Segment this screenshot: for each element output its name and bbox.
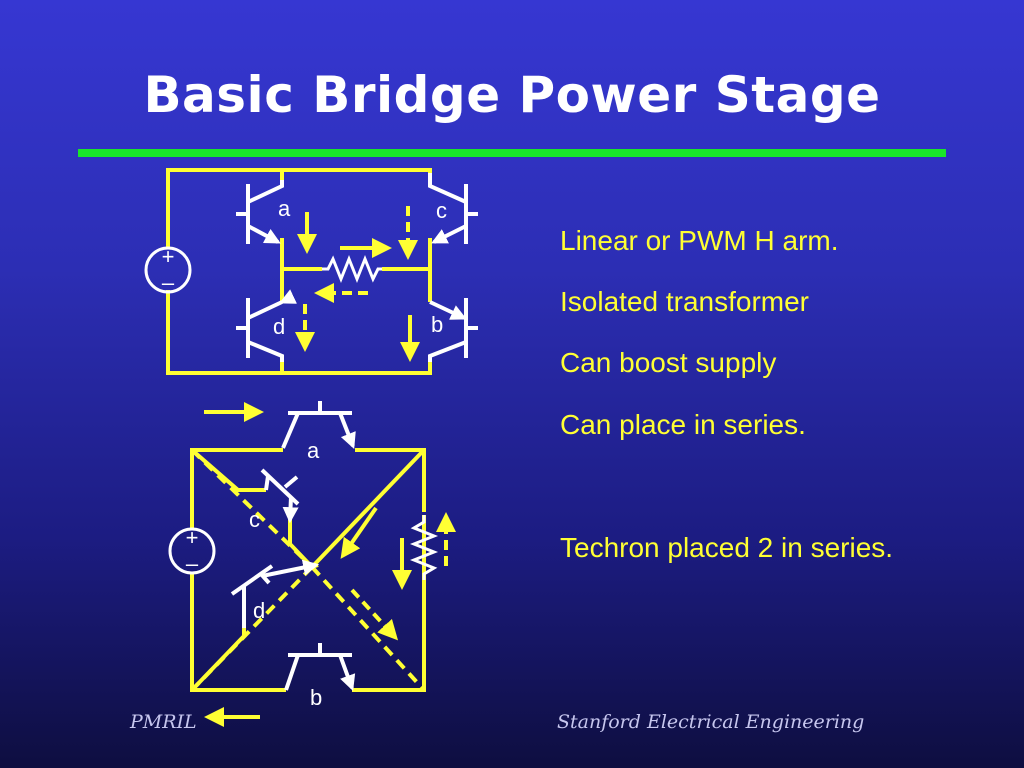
bottom-switch-label-a: a bbox=[307, 438, 320, 463]
bottom-current-arrows bbox=[204, 402, 456, 727]
top-current-arrows bbox=[295, 206, 420, 362]
bottom-switch-label-b: b bbox=[310, 685, 322, 710]
bottom-switch-label-c: c bbox=[249, 507, 260, 532]
top-load-resistor bbox=[322, 254, 382, 284]
bullet-isolated-transformer: Isolated transformer bbox=[560, 286, 809, 317]
source-minus-label: – bbox=[162, 270, 175, 295]
top-switch-label-d: d bbox=[273, 314, 285, 339]
bottom-bridge: + – a c d b bbox=[168, 401, 456, 727]
title-rule bbox=[78, 149, 946, 157]
bullet-techron: Techron placed 2 in series. bbox=[560, 532, 894, 563]
bottom-load-resistor bbox=[409, 515, 439, 580]
footer-department: Stanford Electrical Engineering bbox=[557, 711, 865, 733]
top-transistors bbox=[236, 173, 478, 362]
top-wires bbox=[166, 168, 432, 375]
slide-title: Basic Bridge Power Stage bbox=[143, 66, 881, 124]
top-switch-label-b: b bbox=[431, 312, 443, 337]
source-minus-label: – bbox=[186, 551, 199, 576]
top-h-bridge: + – a c d b bbox=[144, 168, 478, 375]
source-plus-label: + bbox=[186, 525, 199, 550]
top-voltage-source: + – bbox=[144, 244, 192, 295]
source-plus-label: + bbox=[162, 244, 175, 269]
bullet-linear-or-pwm: Linear or PWM H arm. bbox=[560, 225, 839, 256]
top-switch-label-a: a bbox=[278, 196, 291, 221]
bullet-boost-supply: Can boost supply bbox=[560, 347, 777, 378]
bullet-series: Can place in series. bbox=[560, 409, 806, 440]
bottom-diagonals bbox=[190, 448, 426, 692]
bottom-voltage-source: + – bbox=[168, 525, 216, 576]
bottom-transistors bbox=[230, 401, 356, 692]
footer-lab-name: PMRIL bbox=[130, 711, 197, 733]
top-switch-label-c: c bbox=[436, 198, 447, 223]
bottom-switch-label-d: d bbox=[253, 598, 265, 623]
